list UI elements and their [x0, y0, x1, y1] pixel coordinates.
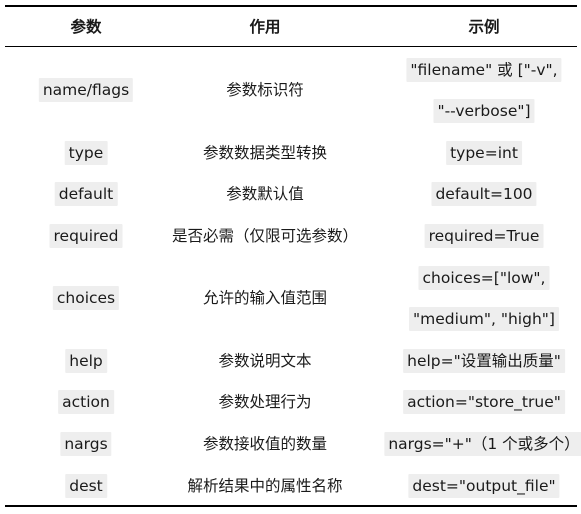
example-cell: "medium", "high"] — [409, 307, 559, 331]
purpose-cell: 参数数据类型转换 — [202, 144, 328, 162]
purpose-cell: 参数默认值 — [226, 185, 304, 203]
example-cell: "filename" 或 ["-v", — [406, 58, 562, 82]
table-top-rule — [5, 5, 577, 7]
example-cell: "--verbose"] — [433, 99, 535, 123]
table-bottom-rule — [5, 505, 577, 507]
param-cell: name/flags — [38, 78, 134, 102]
purpose-cell: 允许的输入值范围 — [202, 289, 328, 307]
purpose-cell: 解析结果中的属性名称 — [187, 477, 343, 495]
param-cell: dest — [65, 474, 107, 498]
param-cell: action — [58, 390, 114, 414]
purpose-cell: 是否必需（仅限可选参数） — [171, 227, 359, 245]
example-cell: dest="output_file" — [408, 474, 560, 498]
purpose-cell: 参数接收值的数量 — [202, 435, 328, 453]
table-header-rule — [5, 46, 577, 47]
example-cell: help="设置输出质量" — [403, 349, 565, 373]
example-cell: required=True — [424, 224, 544, 248]
param-cell: choices — [52, 286, 120, 310]
example-cell: default=100 — [431, 182, 537, 206]
purpose-cell: 参数处理行为 — [218, 393, 312, 411]
header-example: 示例 — [468, 18, 500, 36]
param-cell: required — [49, 224, 123, 248]
example-cell: action="store_true" — [403, 390, 565, 414]
example-cell: nargs="+"（1 个或多个） — [384, 432, 581, 456]
header-purpose: 作用 — [249, 18, 281, 36]
param-cell: default — [54, 182, 118, 206]
param-cell: type — [64, 141, 108, 165]
header-param: 参数 — [70, 18, 102, 36]
example-cell: choices=["low", — [418, 266, 550, 290]
param-cell: help — [65, 349, 107, 373]
param-cell: nargs — [60, 432, 112, 456]
purpose-cell: 参数说明文本 — [218, 352, 312, 370]
example-cell: type=int — [446, 141, 522, 165]
purpose-cell: 参数标识符 — [226, 81, 304, 99]
